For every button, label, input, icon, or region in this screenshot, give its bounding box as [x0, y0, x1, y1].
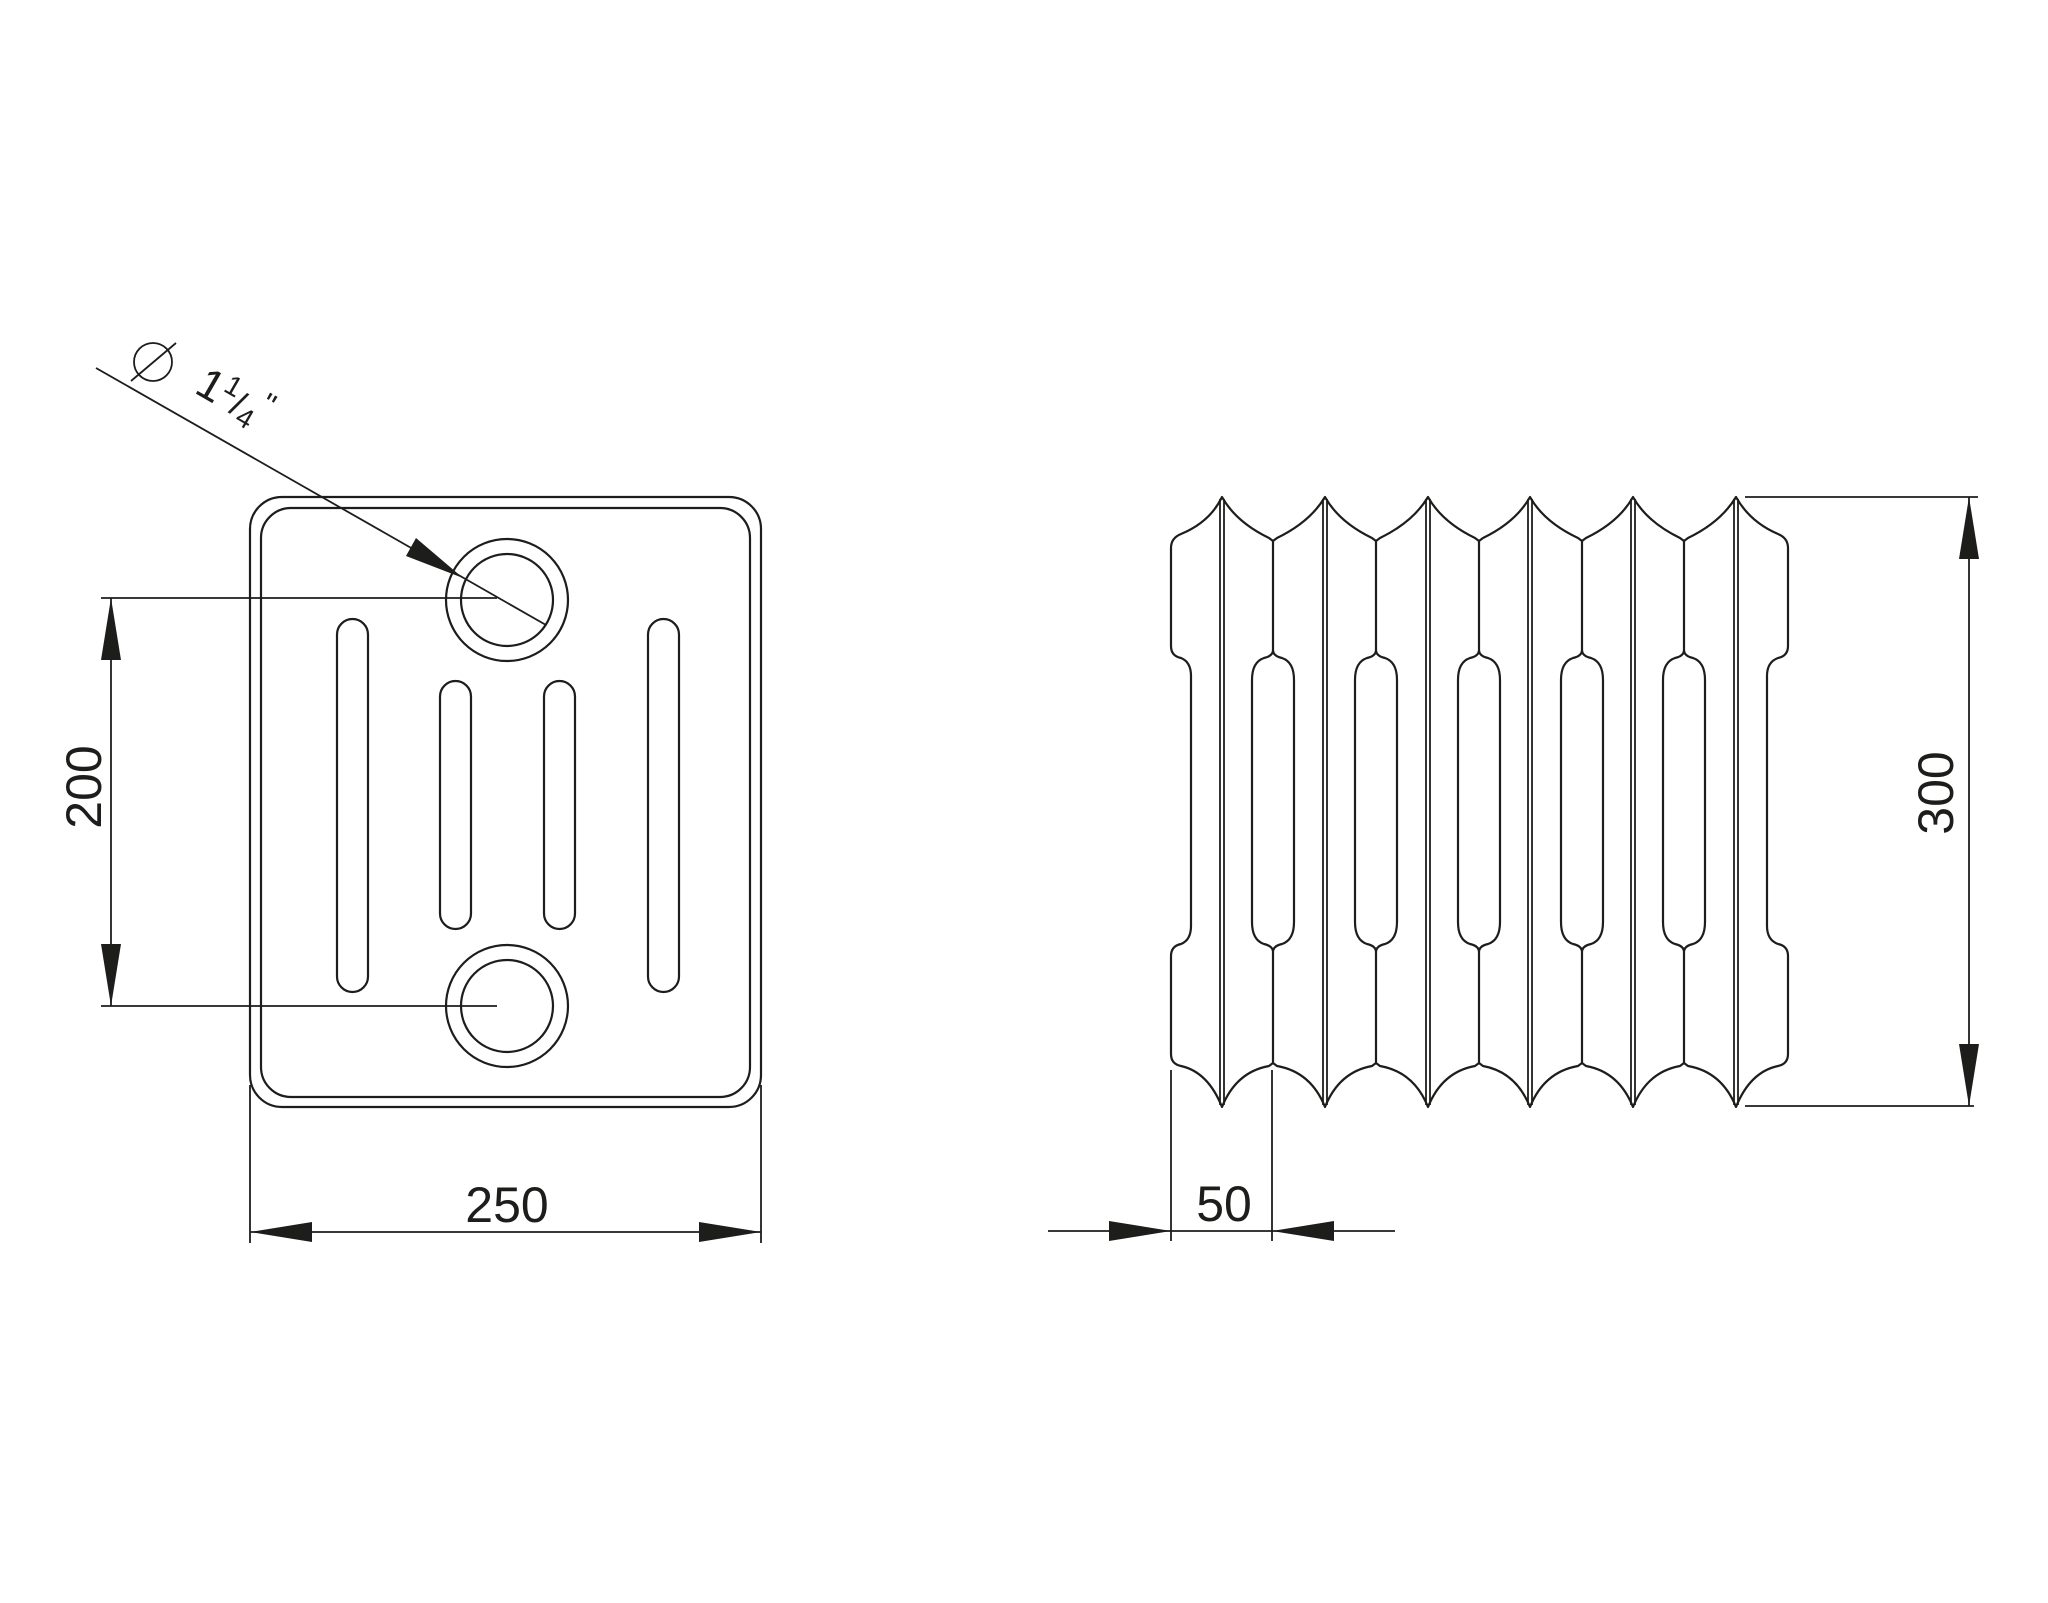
side-ridges	[1219, 499, 1739, 1105]
dimension-height: 300	[1745, 496, 1979, 1107]
dimension-width: 250	[249, 1085, 762, 1243]
side-joints	[1250, 539, 1707, 1065]
leader-arrow-icon	[406, 538, 463, 578]
arrow-left-icon	[1272, 1221, 1334, 1241]
arrow-right-icon	[1109, 1221, 1171, 1241]
arrow-up-icon	[1959, 497, 1979, 559]
dimension-label-250: 250	[465, 1177, 548, 1233]
side-view: 300 50	[1048, 495, 1979, 1241]
arrow-down-icon	[101, 944, 121, 1006]
front-slot-mid-left	[438, 679, 473, 931]
dimension-label-200: 200	[56, 745, 112, 828]
diameter-symbol-icon	[130, 342, 177, 382]
dimension-label-50: 50	[1196, 1176, 1252, 1232]
dimension-section-width: 50	[1048, 1070, 1395, 1241]
arrow-left-icon	[250, 1222, 312, 1242]
front-outer-outline	[248, 495, 763, 1109]
front-inner-outline	[259, 506, 752, 1099]
arrow-right-icon	[699, 1222, 761, 1242]
arrow-up-icon	[101, 598, 121, 660]
front-slot-left	[335, 617, 370, 994]
dimension-center-distance: 200	[56, 597, 497, 1007]
side-outline	[1169, 495, 1790, 1109]
front-view: 200 250 11/4"	[56, 342, 763, 1243]
dimension-label-300: 300	[1908, 751, 1964, 834]
front-slot-right	[646, 617, 681, 994]
diameter-leader: 11/4"	[95, 342, 547, 626]
arrow-down-icon	[1959, 1044, 1979, 1106]
front-slot-mid-right	[542, 679, 577, 931]
upper-connection	[444, 537, 570, 663]
